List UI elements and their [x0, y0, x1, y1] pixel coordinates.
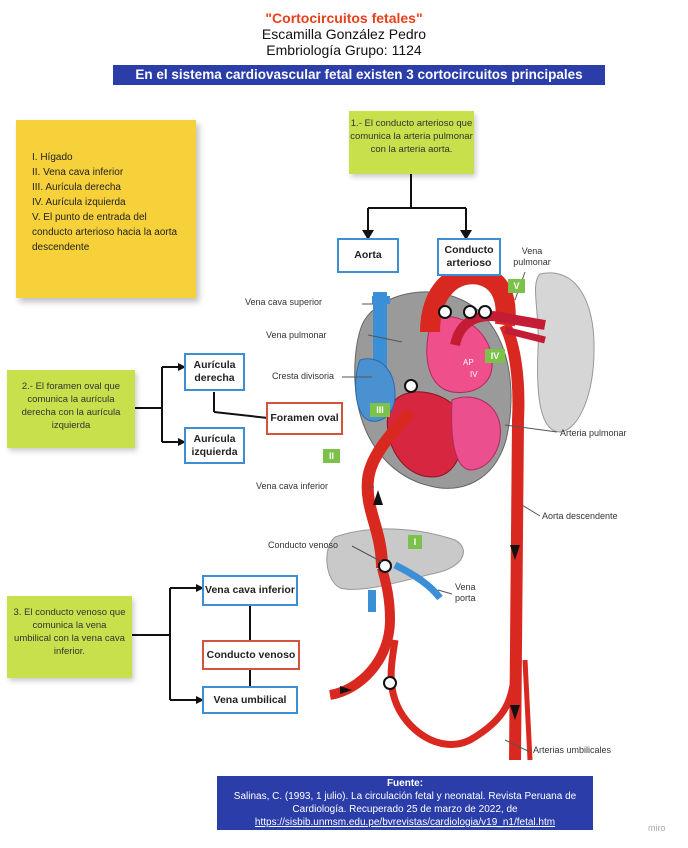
box-foramen-oval[interactable]: Foramen oval: [266, 402, 343, 435]
label-vena-pulmonar-top: Vena pulmonar: [513, 246, 551, 267]
source-heading: Fuente:: [386, 778, 424, 789]
label-cresta-divisoria: Cresta divisoria: [272, 371, 335, 381]
label-vena-pulmonar: Vena pulmonar: [266, 330, 327, 340]
legend-item: II. Vena cava inferior: [32, 167, 124, 178]
miro-watermark: miro: [648, 823, 666, 833]
shunt-markers: [378, 305, 492, 690]
box-vena-umbilical[interactable]: Vena umbilical: [202, 686, 298, 714]
label-conducto-venoso: Conducto venoso: [268, 540, 339, 550]
label-vena-cava-superior: Vena cava superior: [245, 297, 323, 307]
marker-iii: III: [370, 403, 390, 417]
legend-item: IV. Aurícula izquierda: [32, 197, 126, 208]
arrow-heads: [178, 230, 472, 704]
box-conducto-arterioso[interactable]: Conducto arterioso: [437, 238, 501, 276]
box-auricula-izquierda[interactable]: Aurícula izquierda: [184, 427, 245, 464]
label-heart-ap: AP: [463, 358, 474, 367]
note-foramen-oval[interactable]: 2.- El foramen oval que comunica la aurí…: [7, 370, 135, 448]
label-vena-cava-inferior: Vena cava inferior: [256, 481, 329, 491]
legend-item: III. Aurícula derecha: [32, 182, 121, 193]
legend-item: I. Hígado: [32, 152, 73, 163]
label-aorta-descendente: Aorta descendente: [542, 511, 618, 521]
box-auricula-derecha[interactable]: Aurícula derecha: [184, 353, 245, 391]
note-conducto-venoso[interactable]: 3. El conducto venoso que comunica la ve…: [7, 596, 132, 678]
source-text: Salinas, C. (1993, 1 julio). La circulac…: [233, 791, 577, 815]
banner: En el sistema cardiovascular fetal exist…: [113, 65, 605, 85]
author-name: Escamilla González Pedro: [261, 26, 427, 42]
legend-sticky-note[interactable]: I. Hígado II. Vena cava inferior III. Au…: [16, 120, 196, 298]
marker-iv: IV: [485, 349, 505, 363]
source-citation: Fuente: Salinas, C. (1993, 1 julio). La …: [217, 776, 593, 830]
label-vena-porta: Vena porta: [455, 582, 476, 603]
box-vena-cava-inferior[interactable]: Vena cava inferior: [202, 575, 298, 606]
box-aorta[interactable]: Aorta: [337, 238, 399, 273]
marker-v: V: [508, 279, 525, 293]
connector-lines: [132, 174, 467, 701]
legend-item: V. El punto de entrada del conducto arte…: [32, 212, 178, 253]
label-heart-iv: IV: [470, 370, 478, 379]
source-link[interactable]: https://sisbib.unmsm.edu.pe/bvrevistas/c…: [254, 817, 556, 828]
course-info: Embriología Grupo: 1124: [266, 42, 422, 58]
marker-i: I: [408, 535, 422, 549]
label-arteria-pulmonar: Arteria pulmonar: [560, 428, 627, 438]
note-conducto-arterioso[interactable]: 1.- El conducto arterioso que comunica l…: [349, 111, 474, 174]
flow-arrows: [340, 490, 520, 720]
box-conducto-venoso[interactable]: Conducto venoso: [202, 640, 300, 670]
label-arterias-umbilicales: Arterias umbilicales: [533, 745, 612, 755]
page-title: "Cortocircuitos fetales": [265, 10, 423, 26]
marker-ii: II: [323, 449, 340, 463]
